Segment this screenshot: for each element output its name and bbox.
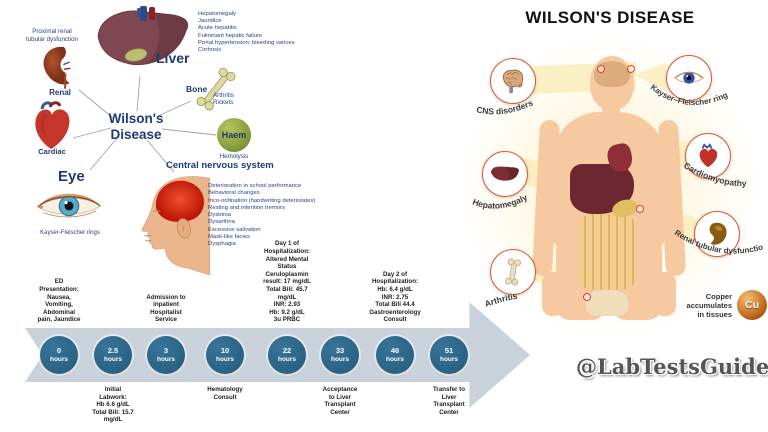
- copper-note: Copper accumulates in tissues: [686, 292, 732, 319]
- marker-dot-eye-right: [627, 65, 635, 73]
- liver-illustration: [97, 6, 189, 66]
- heart-illustration: [35, 101, 70, 149]
- liver-icon: [490, 166, 519, 181]
- marker-dot-eye-left: [597, 65, 605, 73]
- timeline-milestone: 10 hours Hematology Consult: [166, 238, 284, 401]
- milestone-time-circle: 3 hours: [147, 336, 185, 374]
- callout-circle-arthritis: [490, 249, 536, 295]
- body-intestines: [578, 214, 636, 290]
- heart-icon: [699, 143, 718, 168]
- timeline-milestone: ED Presentation: Nausea, Vomiting, Abdom…: [0, 238, 118, 386]
- liver-label: Liver: [156, 50, 190, 66]
- milestone-note-below: Transfer to Liver Transplant Center: [433, 386, 465, 416]
- bone-icon: [505, 258, 521, 286]
- timeline-milestone: Admission to inpatient Hospitalist Servi…: [107, 238, 225, 386]
- renal-note: Proximal renal tubular dysfunction: [26, 28, 78, 43]
- eye-note: Kayser-Fleischer rings: [40, 230, 100, 236]
- callout-circle-renal: [694, 211, 740, 257]
- eye-icon: [674, 71, 704, 84]
- milestone-note-above: Admission to inpatient Hospitalist Servi…: [146, 293, 186, 324]
- milestone-time-circle: 0 hours: [40, 336, 78, 374]
- head-illustration: [141, 176, 210, 275]
- marker-dot-kidney: [636, 205, 644, 213]
- bone-illustration: [196, 67, 236, 111]
- milestone-time-circle: 22 hours: [268, 336, 306, 374]
- milestone-time-circle: 46 hours: [376, 336, 414, 374]
- eye-label: Eye: [58, 168, 85, 185]
- timeline-milestone: Day 1 of Hospitalization: Altered Mental…: [228, 238, 346, 386]
- eye-illustration: [37, 193, 101, 218]
- milestone-note-below: Acceptance to Liver Transplant Center: [322, 386, 358, 416]
- haem-label: Haem: [221, 130, 247, 140]
- timeline-milestone: Day 2 of Hospitalization: Hb: 6.4 g/dL I…: [336, 238, 454, 386]
- timeline-milestone: 2.5 hours Initial Labwork: Hb 6.6 g/dL T…: [54, 238, 172, 424]
- renal-label: Renal: [49, 88, 71, 97]
- wilsons-disease-hub: Wilson's Disease: [108, 111, 164, 142]
- callout-circle-cardiomyopathy: [685, 133, 731, 179]
- timeline-milestone: 33 hours Acceptance to Liver Transplant …: [281, 238, 399, 416]
- watermark: @LabTestsGuide: [576, 354, 768, 379]
- milestone-time-circle: 10 hours: [206, 336, 244, 374]
- callout-circle-hepatomegaly: [482, 151, 528, 197]
- milestone-time-circle: 2.5 hours: [94, 336, 132, 374]
- milestone-note-above: Day 1 of Hospitalization: Altered Mental…: [263, 240, 311, 324]
- haem-node: Haem: [217, 118, 251, 152]
- copper-cu-icon: Cu: [737, 290, 767, 320]
- milestone-note-below: Hematology Consult: [207, 386, 243, 401]
- bone-label: Bone: [186, 84, 208, 94]
- milestone-note-above: Day 2 of Hospitalization: Hb: 6.4 g/dL I…: [369, 270, 421, 324]
- body-pelvis-bone: [586, 290, 628, 316]
- marker-dot-hip: [583, 293, 591, 301]
- infographic-title: WILSON'S DISEASE: [525, 8, 695, 27]
- callout-circle-kayser: [666, 55, 712, 101]
- milestone-note-below: Initial Labwork: Hb 6.6 g/dL Total Bili:…: [92, 386, 134, 424]
- callout-circle-cns: [490, 58, 536, 104]
- kidney-illustration: [43, 46, 71, 89]
- cns-label: Central nervous system: [166, 160, 274, 171]
- cu-symbol: Cu: [745, 299, 759, 311]
- milestone-time-circle: 33 hours: [321, 336, 359, 374]
- milestone-note-above: ED Presentation: Nausea, Vomiting, Abdom…: [37, 278, 81, 324]
- haem-note: Hemolysis: [219, 153, 249, 160]
- kidney-icon: [709, 222, 727, 245]
- cardiac-label: Cardiac: [38, 147, 66, 156]
- brain-icon: [502, 69, 523, 94]
